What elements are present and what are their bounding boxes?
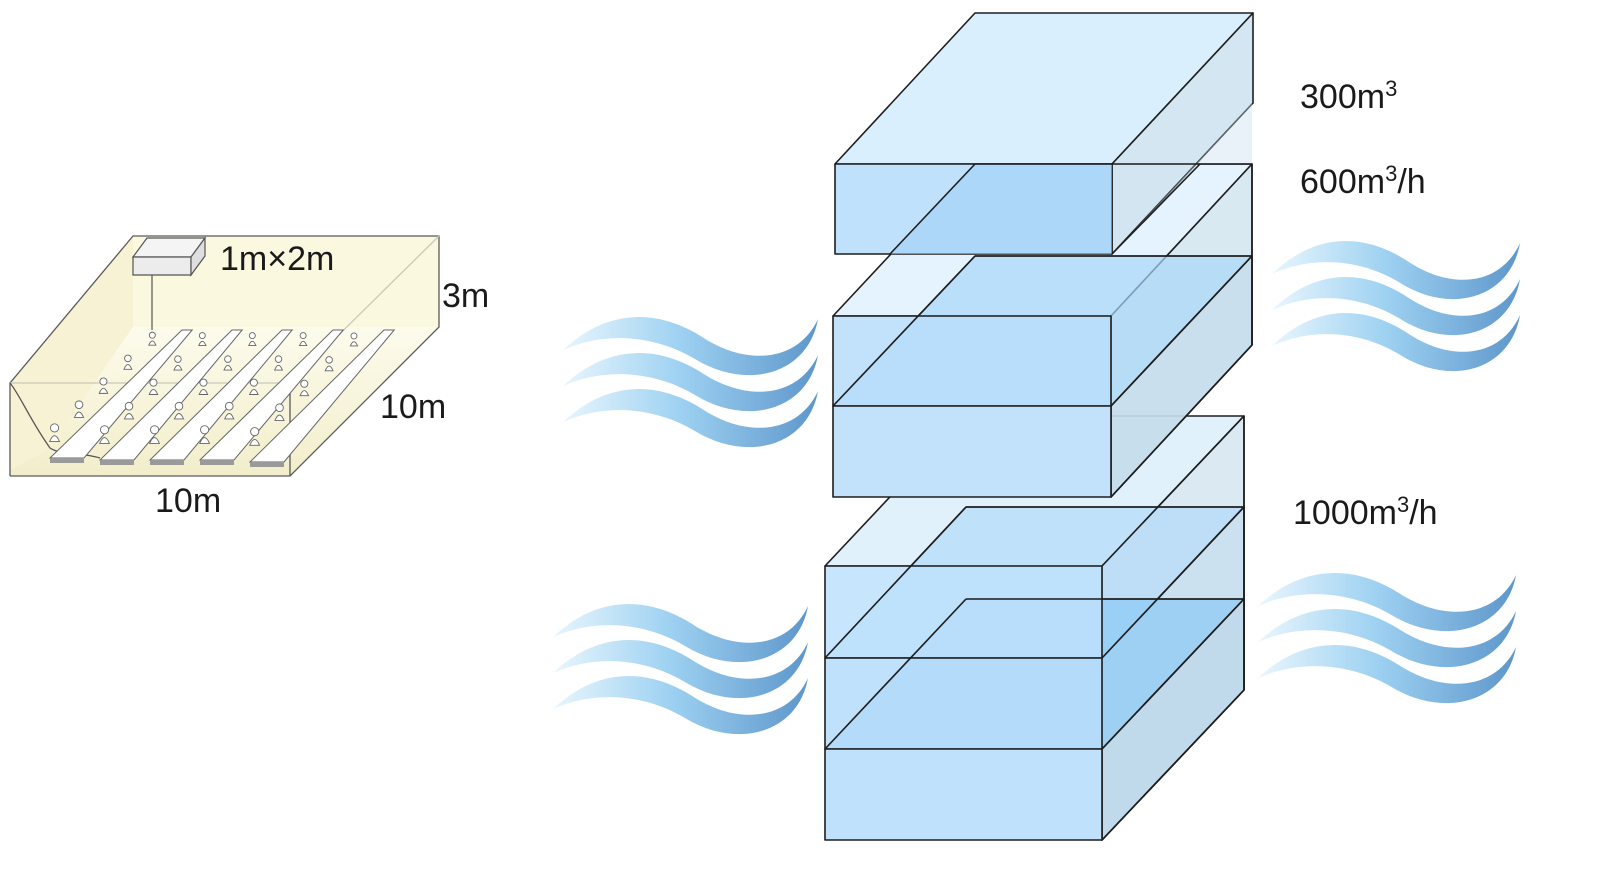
student-body <box>98 437 111 444</box>
student-body <box>274 414 285 421</box>
student-body <box>123 413 135 420</box>
student-icon <box>249 378 258 387</box>
air-flow-wave-icon <box>1272 241 1520 300</box>
desk-edge <box>100 460 134 465</box>
air-flow-wave-icon <box>553 604 808 663</box>
student-icon <box>124 354 132 363</box>
student-icon <box>275 403 284 412</box>
student-body <box>98 387 109 394</box>
student-body <box>173 413 185 420</box>
desk-edge <box>250 462 284 467</box>
room-volume-label: 300m3 <box>1300 76 1397 116</box>
student-body <box>73 411 85 418</box>
student-icon <box>148 331 156 339</box>
student-body <box>123 364 133 370</box>
air-flow-wave-icon <box>563 317 818 376</box>
student-body <box>148 437 161 444</box>
flow-rate-600-label: 600m3/h <box>1300 161 1426 201</box>
room-depth-label: 10m <box>380 388 446 426</box>
room-height-label: 3m <box>442 277 489 315</box>
volume-face-middle-2 <box>832 405 1112 498</box>
student-icon <box>199 378 208 387</box>
student-icon <box>300 379 309 388</box>
student-icon <box>248 332 256 339</box>
student-icon <box>174 401 184 411</box>
student-icon <box>174 355 182 363</box>
volume-blocks <box>824 12 1254 841</box>
student-body <box>198 388 209 395</box>
air-flow-wave-icon <box>1272 277 1520 336</box>
student-body <box>298 340 308 347</box>
classroom-illustration: 1m×2m 3m 10m 10m <box>9 235 489 520</box>
air-flow-wave-icon <box>553 640 808 699</box>
student-body <box>223 364 233 371</box>
volume-face-lower-3 <box>824 748 1103 841</box>
student-body <box>248 388 259 395</box>
student-body <box>324 365 334 372</box>
student-icon <box>74 400 84 409</box>
unit-size-label: 1m×2m <box>220 240 334 278</box>
volume-face-lower-1 <box>824 565 1103 659</box>
student-icon <box>150 425 160 435</box>
student-icon <box>250 427 260 437</box>
student-body <box>48 435 61 443</box>
student-body <box>273 364 284 371</box>
student-icon <box>198 332 206 339</box>
air-flow-wave-icon <box>553 676 808 735</box>
student-body <box>248 340 257 347</box>
desk-edge <box>150 460 184 465</box>
student-body <box>249 439 261 446</box>
student-icon <box>325 356 333 364</box>
air-flow-wave-icon <box>563 353 818 412</box>
air-flow-wave-icon <box>563 389 818 448</box>
volume-face-lower-2 <box>824 657 1103 750</box>
student-icon <box>299 332 307 339</box>
student-body <box>148 388 159 395</box>
volume-face-middle-1 <box>832 315 1112 407</box>
student-icon <box>224 401 234 411</box>
student-icon <box>224 355 232 363</box>
flow-rate-1000-label: 1000m3/h <box>1293 492 1438 532</box>
student-icon <box>100 425 110 435</box>
desk-rows <box>48 329 396 467</box>
student-icon <box>149 378 158 387</box>
student-icon <box>124 401 134 411</box>
desk-edge <box>50 458 84 463</box>
student-body <box>199 437 211 444</box>
student-body <box>349 341 359 347</box>
volume-block-top <box>834 12 1254 255</box>
air-flow-waves <box>553 241 1520 735</box>
student-body <box>198 340 207 347</box>
room-left-wall <box>10 236 133 470</box>
air-flow-wave-icon <box>1272 313 1520 372</box>
student-body <box>224 413 235 420</box>
student-icon <box>200 425 210 435</box>
student-body <box>299 390 310 397</box>
student-icon <box>50 423 60 433</box>
air-flow-wave-icon <box>1258 645 1516 704</box>
student-body <box>173 364 183 371</box>
student-icon <box>99 377 108 386</box>
student-icon <box>350 332 358 340</box>
air-flow-wave-icon <box>1258 609 1516 668</box>
room-width-label: 10m <box>155 482 221 520</box>
air-flow-wave-icon <box>1258 573 1516 632</box>
room-back-wall <box>133 236 439 327</box>
student-icon <box>274 355 283 363</box>
student-body <box>148 340 157 346</box>
air-purifier-icon <box>131 236 207 330</box>
desk-edge <box>200 460 234 465</box>
